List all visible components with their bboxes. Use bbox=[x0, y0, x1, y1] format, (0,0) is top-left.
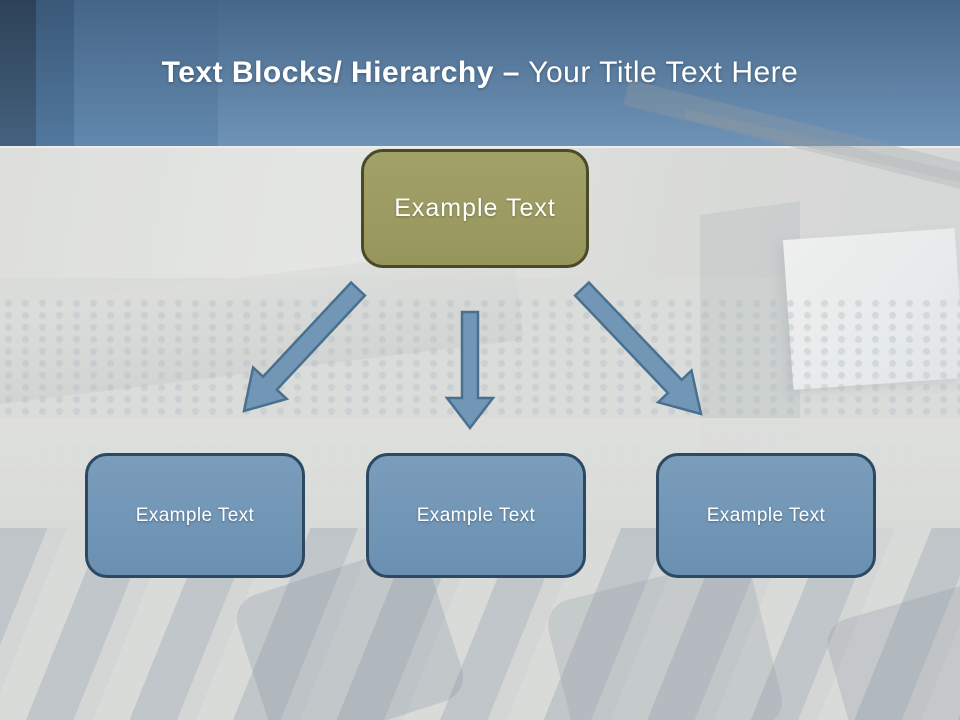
header-stripe-dark bbox=[0, 0, 36, 146]
child-text-block-1-label: Example Text bbox=[135, 504, 255, 526]
child-text-block-3-label: Example Text bbox=[706, 504, 826, 526]
root-text-block-label: Example Text bbox=[394, 194, 556, 222]
child-text-block-3[interactable]: Example Text bbox=[656, 453, 876, 578]
slide-title-bold: Text Blocks/ Hierarchy – bbox=[161, 56, 520, 89]
header-bottom-edge bbox=[0, 146, 960, 148]
header-band bbox=[0, 0, 960, 146]
arrow-down-icon[interactable] bbox=[444, 310, 496, 431]
slide-title-regular: Your Title Text Here bbox=[519, 56, 799, 89]
arrow-down-left-icon[interactable] bbox=[242, 280, 367, 413]
child-text-block-2-label: Example Text bbox=[416, 504, 536, 526]
root-text-block[interactable]: Example Text bbox=[361, 149, 589, 268]
arrow-down-right-icon[interactable] bbox=[573, 280, 703, 416]
header-stripe-light bbox=[74, 0, 218, 146]
child-text-block-2[interactable]: Example Text bbox=[366, 453, 586, 578]
slide-title[interactable]: Text Blocks/ Hierarchy – Your Title Text… bbox=[0, 0, 960, 146]
header-stripe-medium bbox=[36, 0, 74, 146]
child-text-block-1[interactable]: Example Text bbox=[85, 453, 305, 578]
